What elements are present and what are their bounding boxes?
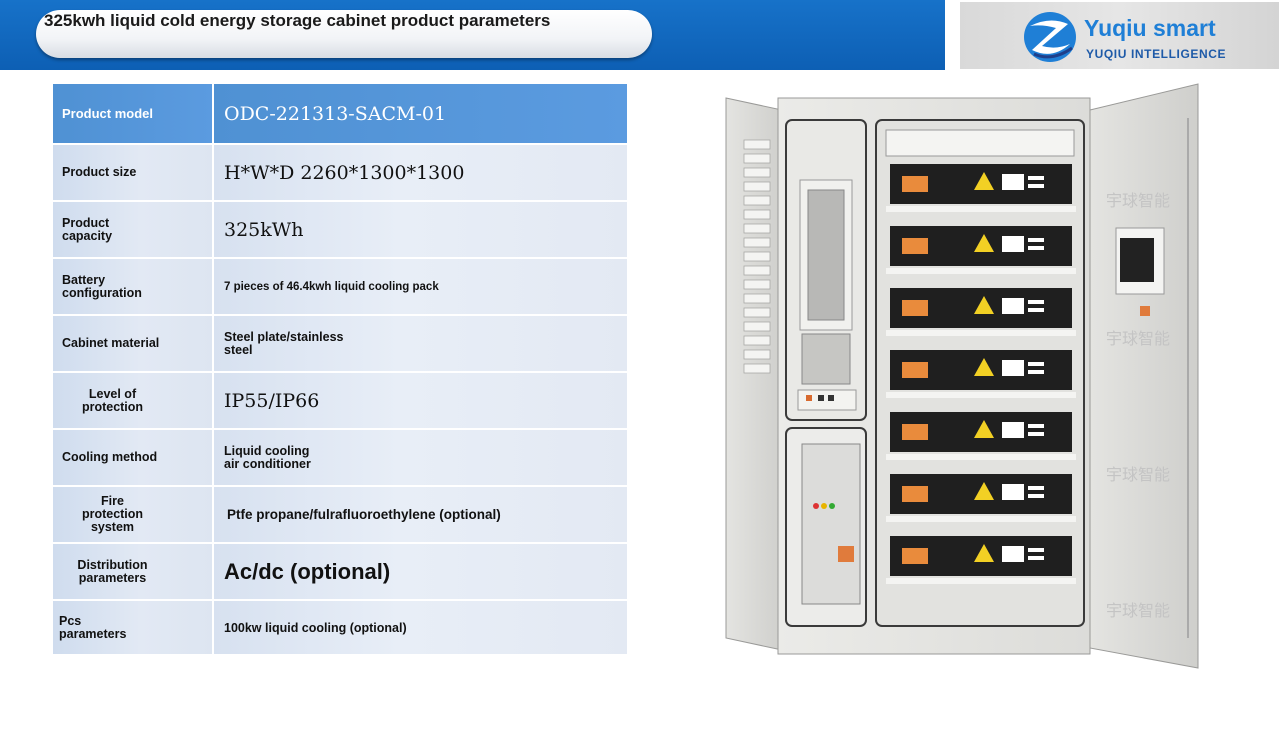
spec-table: Product model ODC-221313-SACM-01 Product…	[53, 84, 627, 656]
spec-label: Battery configuration	[53, 258, 214, 316]
spec-label: Product capacity	[53, 201, 214, 259]
watermark-text: 宇球智能	[1106, 191, 1170, 210]
spec-value: 325kWh	[213, 201, 627, 259]
spec-row-product-model: Product model ODC-221313-SACM-01	[53, 84, 627, 145]
spec-row-product-capacity: Product capacity 325kWh	[53, 201, 627, 259]
spec-label: Cooling method	[53, 429, 214, 487]
spec-row-battery-configuration: Battery configuration 7 pieces of 46.4kw…	[53, 258, 627, 316]
spec-value: IP55/IP66	[213, 372, 627, 430]
spec-row-distribution: Distribution parameters Ac/dc (optional)	[53, 543, 627, 601]
spec-row-cooling-method: Cooling method Liquid cooling air condit…	[53, 429, 627, 487]
spec-label: Fire protection system	[53, 486, 214, 544]
spec-value: Ptfe propane/fulrafluoroethylene (option…	[213, 486, 627, 544]
logo-name: Yuqiu smart	[1084, 15, 1216, 41]
spec-value: 7 pieces of 46.4kwh liquid cooling pack	[213, 258, 627, 316]
spec-value: Ac/dc (optional)	[213, 543, 627, 601]
spec-value: 100kw liquid cooling (optional)	[213, 600, 627, 656]
spec-label: Product model	[53, 84, 214, 145]
watermark-text: 宇球智能	[1106, 601, 1170, 620]
page-title: 325kwh liquid cold energy storage cabine…	[44, 11, 551, 30]
watermark-text: 宇球智能	[1106, 465, 1170, 484]
header-band: 325kwh liquid cold energy storage cabine…	[0, 0, 945, 70]
yuqiu-logo-icon	[1024, 12, 1076, 62]
spec-row-level-of-protection: Level of protection IP55/IP66	[53, 372, 627, 430]
spec-label: Pcs parameters	[53, 600, 214, 656]
spec-label: Product size	[53, 144, 214, 202]
title-pill	[36, 10, 652, 58]
spec-value: H*W*D 2260*1300*1300	[213, 144, 627, 202]
spec-row-pcs: Pcs parameters 100kw liquid cooling (opt…	[53, 600, 627, 656]
spec-value: Liquid cooling air conditioner	[213, 429, 627, 487]
spec-label: Cabinet material	[53, 315, 214, 373]
watermark-text: 宇球智能	[1106, 329, 1170, 348]
spec-value: ODC-221313-SACM-01	[213, 84, 627, 145]
spec-label: Distribution parameters	[53, 543, 214, 601]
battery-pack-stack	[886, 164, 1076, 584]
spec-value: Steel plate/stainless steel	[213, 315, 627, 373]
spec-row-cabinet-material: Cabinet material Steel plate/stainless s…	[53, 315, 627, 373]
company-logo: Yuqiu smart YUQIU INTELLIGENCE	[960, 2, 1279, 69]
cabinet-illustration: 宇球智能 宇球智能 宇球智能 宇球智能	[725, 83, 1199, 669]
spec-row-fire-protection: Fire protection system Ptfe propane/fulr…	[53, 486, 627, 544]
logo-subtitle: YUQIU INTELLIGENCE	[1086, 47, 1227, 61]
spec-row-product-size: Product size H*W*D 2260*1300*1300	[53, 144, 627, 202]
spec-label: Level of protection	[53, 372, 214, 430]
